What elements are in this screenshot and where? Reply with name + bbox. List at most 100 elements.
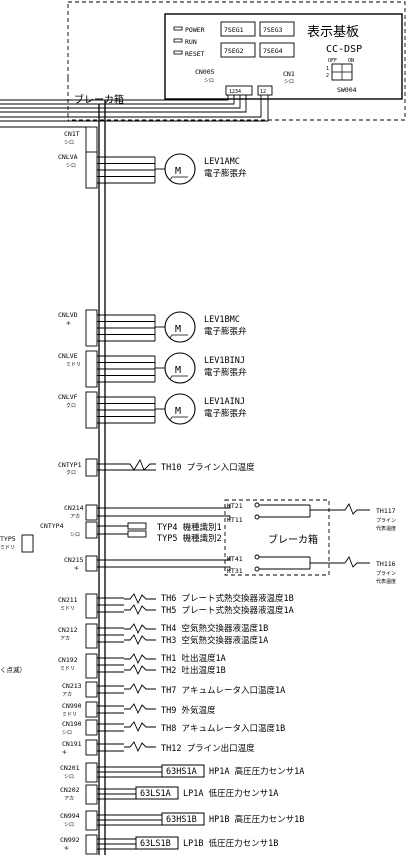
cn990-color: ミドリ [62,712,77,718]
kt-wires [254,502,370,572]
cn190-text: TH8 アキュムレータ入口温度1B [161,723,285,734]
cn192-a: TH1 吐出温度1A [161,653,226,664]
sw004-label: SW004 [337,86,357,94]
cn1t-label: CN1T [64,130,80,138]
cn190-color: シロ [62,730,72,736]
valve-conn-label: CNLVD [58,311,78,319]
cn1t-color: シロ [64,140,74,146]
kt31-label: KT31 [227,567,243,575]
valve-conn-color: キ [66,321,71,327]
cn201-color: シロ [64,774,74,780]
board-wires [0,95,269,122]
cn1-connector [257,85,273,96]
breaker-box-outline [67,1,406,121]
cn990-text: TH9 外気温度 [161,705,216,716]
cn212-connector [85,623,98,649]
cn213-text: TH7 アキュムレータ入口温度1A [161,685,285,696]
kt11-label: KT11 [227,516,243,524]
cn1-pins: 12 [260,89,266,95]
cn005-connector [225,85,253,96]
cntyp4-label: CNTYP4 [40,522,64,530]
cn213-label: CN213 [62,682,82,690]
motor-letter: M [175,324,181,335]
cntyp1-connector [85,458,98,477]
valve-conn-color: シロ [66,163,76,169]
kt41-label: KT41 [227,555,243,563]
th116-line1: プライン [376,571,396,577]
cn191-label: CN191 [62,740,82,748]
cn214-label: CN214 [64,504,84,512]
thermistor-icon [124,653,156,665]
cn212-color: アカ [60,636,70,642]
valve-desc: 電子膨張弁 [204,168,247,179]
cn192-color: ミドリ [60,666,75,672]
th10-label: TH10 プライン入口温度 [161,462,255,473]
cntyp4-connector [85,521,98,539]
pressure-sensor-box [135,836,179,850]
thermistor-icon [124,604,156,616]
th117-label: TH117 [376,507,396,515]
display-board [164,13,403,100]
valve-connector [85,391,98,429]
seg2-label: 7SEG2 [224,47,244,55]
board-title: 表示基板 [307,25,359,40]
cn213-connector [85,681,98,698]
typ5-label: TYP5 機種識別2 [157,533,222,544]
valve-code: LEV1AMC [204,157,240,167]
cn202-color: アカ [64,796,74,802]
th116-line2: 代表温度 [376,578,396,585]
cn994-sensor-code: 63HS1B [166,815,197,825]
motor-letter: M [175,166,181,177]
cn192-prefix: く点滅） [0,665,26,674]
cn212-b: TH3 空気熱交換器液温度1A [161,635,268,646]
valve-code: LEV1BMC [204,315,240,325]
cn994-connector [85,810,98,831]
cn190-connector [85,719,98,736]
cn992-sensor-code: 63LS1B [140,839,171,849]
cn1t-connector [85,126,98,154]
power-label: POWER [185,26,205,34]
typ5-left-connector [21,534,34,553]
pressure-sensor-box [161,812,205,826]
cn202-label: CN202 [60,786,80,794]
reset-button-icon [173,50,183,55]
run-label: RUN [185,38,197,46]
cn201-connector [85,762,98,783]
sw-pin-1: 1 [326,66,329,72]
cn212-a: TH4 空気熱交換器液温度1B [161,623,268,634]
seg4-label: 7SEG4 [263,47,283,55]
breaker-box-label: ブレーカ箱 [74,93,124,106]
pressure-sensor-box [161,764,205,778]
cn992-sensor-label: LP1B 低圧圧力センサ1B [183,838,278,849]
cn202-sensor-code: 63LS1A [140,789,171,799]
seg1-label: 7SEG1 [224,26,244,34]
thermistor-icon [124,664,156,676]
run-led-icon [173,38,183,43]
cn201-label: CN201 [60,764,80,772]
thermistor-icon [124,703,156,715]
valve-code: LEV1BINJ [204,356,245,366]
cn214-color: アカ [70,514,80,520]
th116-label: TH116 [376,560,396,568]
thermistor-icon [124,721,156,733]
cn211-connector [85,593,98,619]
cn005-label: CN005 [195,68,215,76]
valve-connector [85,309,98,347]
valve-connector [85,350,98,388]
valve-conn-color: ミドリ [66,362,81,368]
valve-connector [85,151,98,189]
cn994-sensor-label: HP1B 高圧圧力センサ1B [209,814,304,825]
